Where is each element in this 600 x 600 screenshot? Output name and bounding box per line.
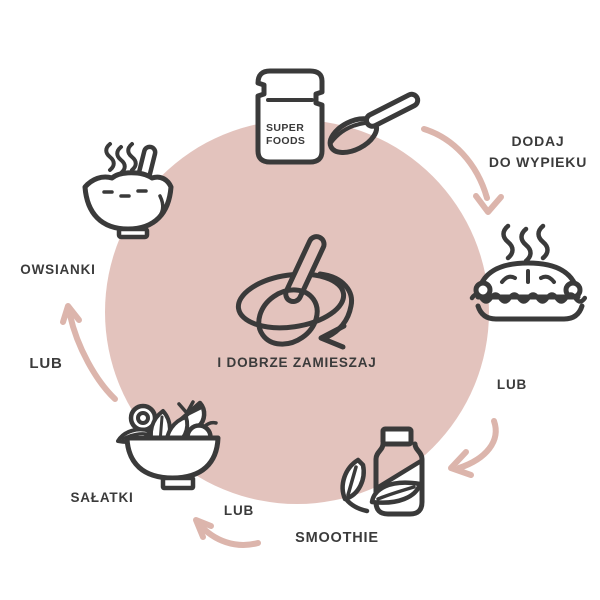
label-salatki: SAŁATKI [70, 490, 134, 505]
stir-bowl-icon [235, 234, 355, 350]
salad-bowl-icon [116, 400, 221, 491]
superfoods-jar-icon: SUPER FOODS [255, 68, 325, 165]
label-lub-bottom: LUB [223, 503, 255, 518]
porridge-bowl-icon [82, 142, 174, 240]
jar-label-line2: FOODS [266, 135, 305, 147]
arrow-top-right-icon [421, 126, 504, 215]
label-dodaj-do-wypieku: DODAJ DO WYPIEKU [485, 131, 591, 173]
label-lub-right: LUB [496, 377, 528, 392]
arrow-right-icon [448, 418, 499, 478]
label-lub-left: LUB [29, 355, 63, 372]
smoothie-bottle-icon [340, 426, 425, 517]
label-smoothie: SMOOTHIE [295, 530, 379, 546]
label-owsianki: OWSIANKI [20, 262, 96, 277]
label-dodaj-line2: DO WYPIEKU [488, 154, 588, 170]
label-center-stir: I DOBRZE ZAMIESZAJ [217, 355, 377, 370]
jar-label-line1: SUPER [266, 122, 304, 134]
arrow-bottom-icon [193, 517, 261, 548]
arrow-left-icon [60, 303, 118, 402]
spoon-icon [327, 91, 421, 155]
pie-icon [469, 223, 588, 322]
label-dodaj-line1: DODAJ [511, 133, 565, 149]
